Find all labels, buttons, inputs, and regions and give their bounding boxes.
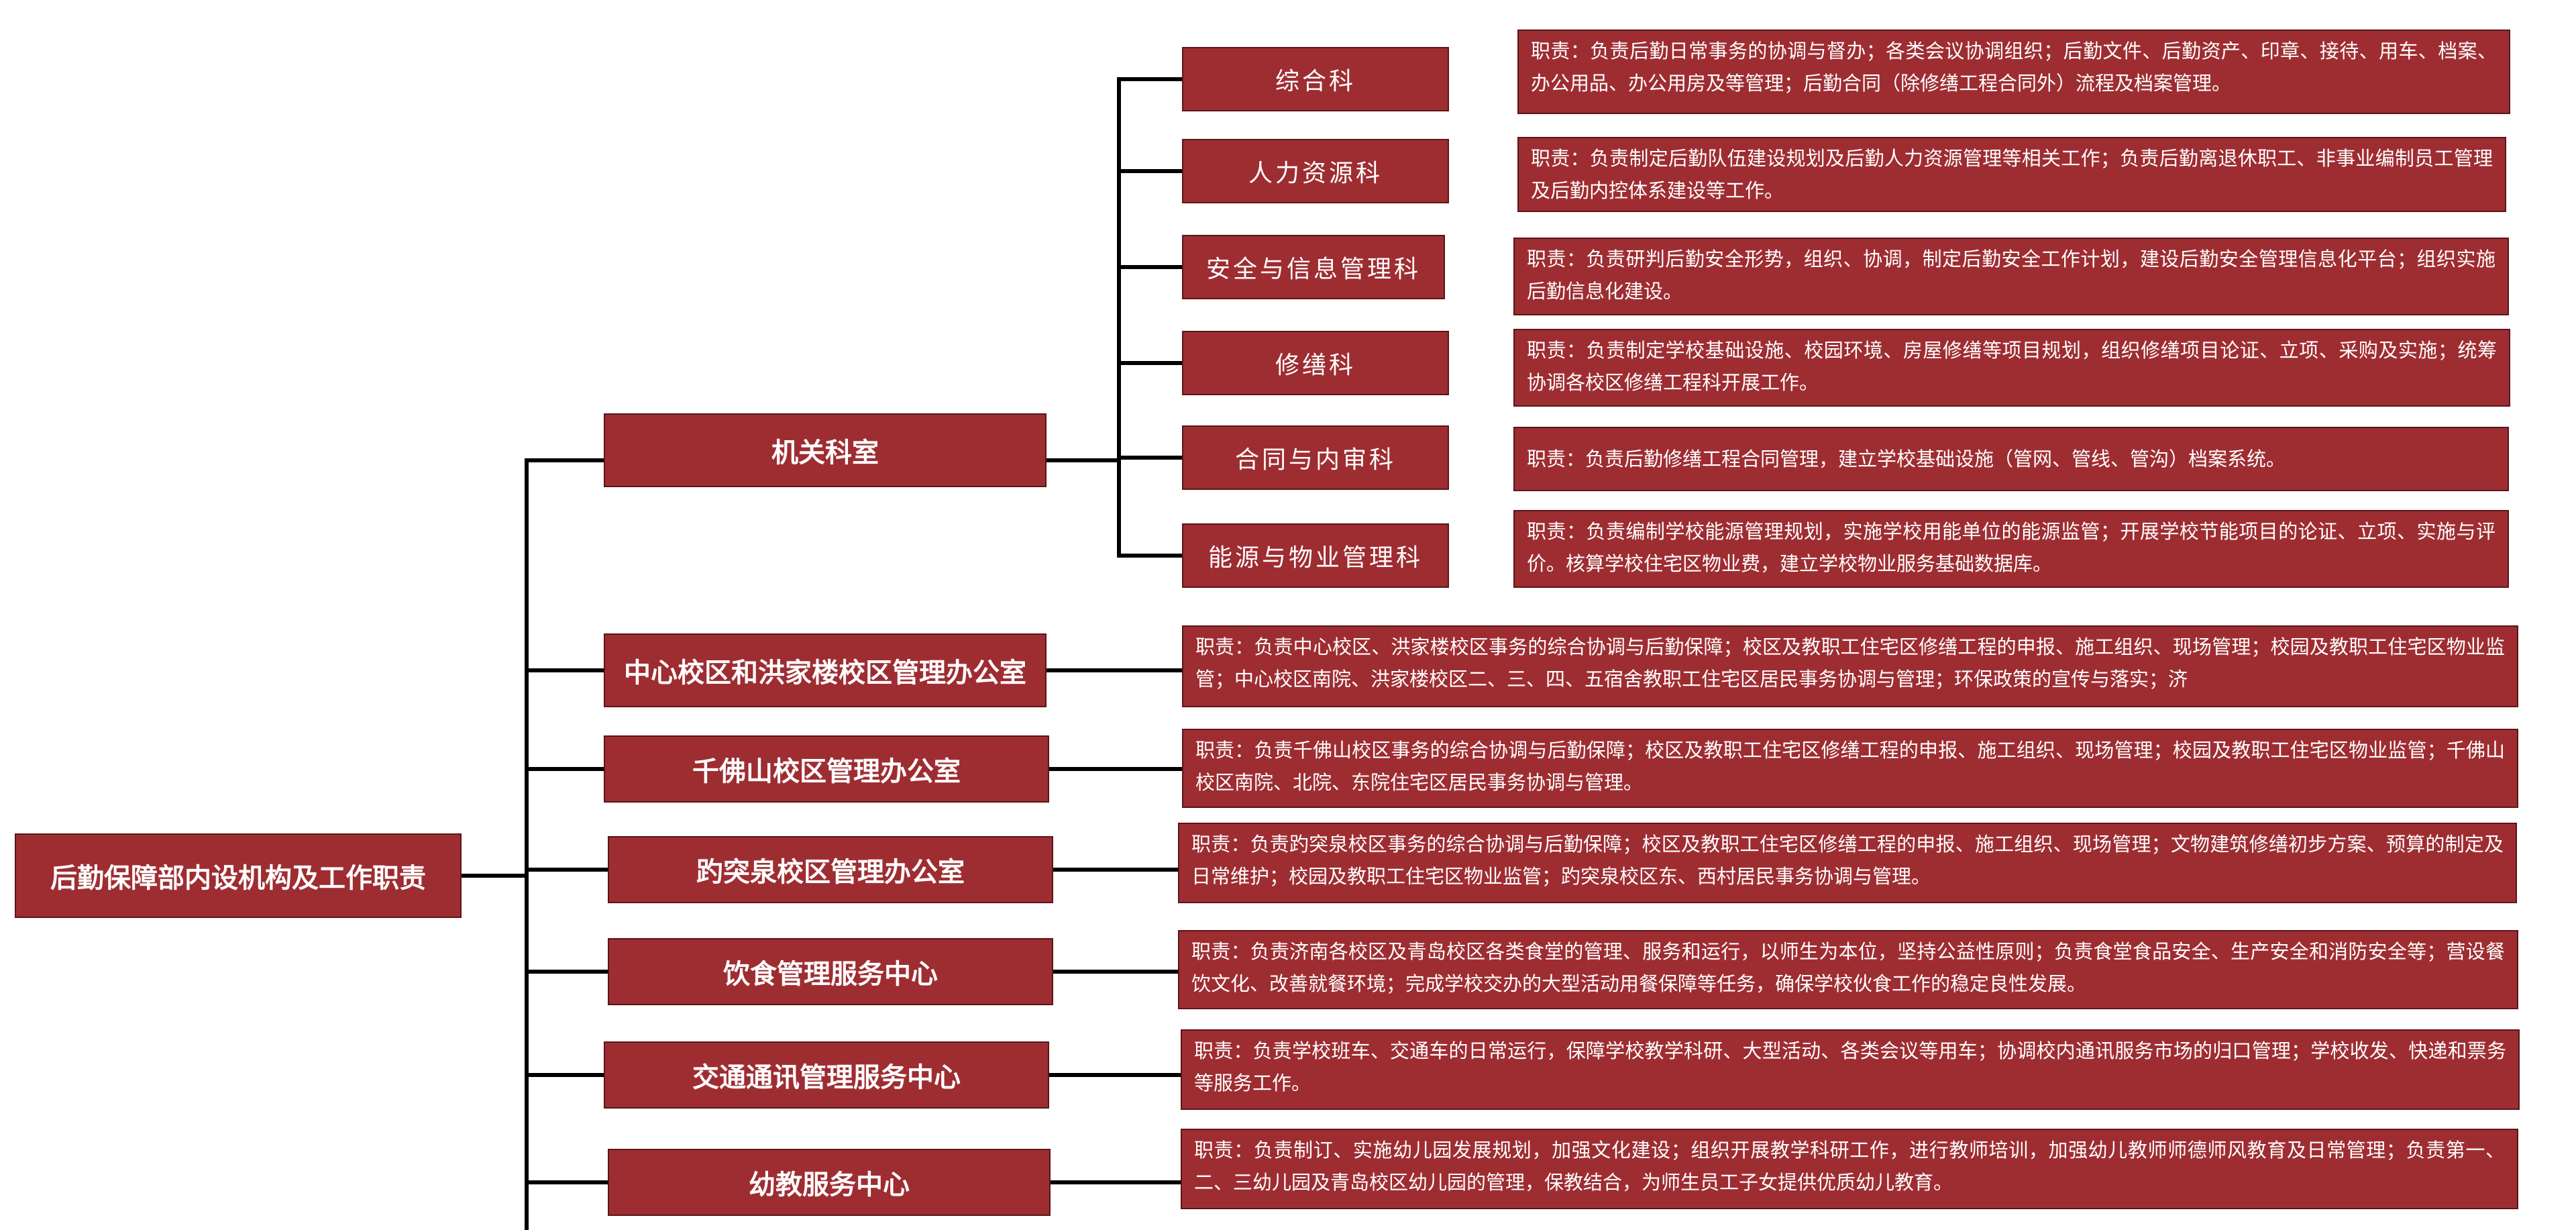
section-duty-xiushan: 职责：负责制定学校基础设施、校园环境、房屋修缮等项目规划，组织修缮项目论证、立项… bbox=[1513, 329, 2510, 407]
section-node-hetong: 合同与内审科 bbox=[1182, 425, 1449, 490]
section-label: 综合科 bbox=[1275, 68, 1356, 95]
dept-label: 趵突泉校区管理办公室 bbox=[696, 856, 965, 888]
section-duty-hetong: 职责：负责后勤修缮工程合同管理，建立学校基础设施（管网、管线、管沟）档案系统。 bbox=[1513, 427, 2509, 491]
dept-duty-jiaotong: 职责：负责学校班车、交通车的日常运行，保障学校教学科研、大型活动、各类会议等用车… bbox=[1181, 1029, 2520, 1110]
section-label: 能源与物业管理科 bbox=[1208, 544, 1423, 572]
section-duty-anquan: 职责：负责研判后勤安全形势，组织、协调，制定后勤安全工作计划，建设后勤安全管理信… bbox=[1513, 238, 2509, 315]
dept-label: 交通通讯管理服务中心 bbox=[692, 1062, 961, 1093]
dept-duty-youjiao: 职责：负责制订、实施幼儿园发展规划，加强文化建设；组织开展教学科研工作，进行教师… bbox=[1181, 1129, 2518, 1209]
section-duty-zonghe: 职责：负责后勤日常事务的协调与督办；各类会议协调组织；后勤文件、后勤资产、印章、… bbox=[1517, 30, 2510, 114]
dept-label: 千佛山校区管理办公室 bbox=[692, 756, 961, 787]
dept-node-youjiao: 幼教服务中心 bbox=[608, 1149, 1051, 1216]
section-node-anquan: 安全与信息管理科 bbox=[1182, 235, 1445, 299]
section-label: 修缮科 bbox=[1275, 352, 1356, 379]
dept-label: 幼教服务中心 bbox=[749, 1169, 910, 1200]
dept-node-baotuquan: 趵突泉校区管理办公室 bbox=[608, 836, 1053, 903]
section-node-xiushan: 修缮科 bbox=[1182, 331, 1449, 395]
dept-duty-yinshi: 职责：负责济南各校区及青岛校区各类食堂的管理、服务和运行，以师生为本位，坚持公益… bbox=[1178, 930, 2518, 1009]
dept-label: 机关科室 bbox=[771, 437, 879, 468]
dept-node-jiguan: 机关科室 bbox=[604, 413, 1046, 487]
root-label: 后勤保障部内设机构及工作职责 bbox=[50, 862, 426, 894]
root-node: 后勤保障部内设机构及工作职责 bbox=[15, 833, 462, 918]
dept-node-qianfoshan: 千佛山校区管理办公室 bbox=[604, 735, 1049, 803]
dept-node-yinshi: 饮食管理服务中心 bbox=[608, 938, 1053, 1005]
dept-duty-qianfoshan: 职责：负责千佛山校区事务的综合协调与后勤保障；校区及教职工住宅区修缮工程的申报、… bbox=[1182, 729, 2518, 808]
section-duty-renli: 职责：负责制定后勤队伍建设规划及后勤人力资源管理等相关工作；负责后勤离退休职工、… bbox=[1517, 137, 2506, 212]
dept-node-jiaotong: 交通通讯管理服务中心 bbox=[604, 1041, 1049, 1109]
dept-duty-zhongxin: 职责：负责中心校区、洪家楼校区事务的综合协调与后勤保障；校区及教职工住宅区修缮工… bbox=[1182, 625, 2518, 707]
section-duty-nengyuan: 职责：负责编制学校能源管理规划，实施学校用能单位的能源监管；开展学校节能项目的论… bbox=[1513, 510, 2509, 588]
dept-duty-baotuquan: 职责：负责趵突泉校区事务的综合协调与后勤保障；校区及教职工住宅区修缮工程的申报、… bbox=[1178, 823, 2517, 903]
dept-label: 中心校区和洪家楼校区管理办公室 bbox=[624, 657, 1026, 688]
section-node-zonghe: 综合科 bbox=[1182, 47, 1449, 111]
section-label: 人力资源科 bbox=[1248, 160, 1383, 187]
section-node-renli: 人力资源科 bbox=[1182, 139, 1449, 203]
dept-label: 饮食管理服务中心 bbox=[723, 958, 938, 990]
section-node-nengyuan: 能源与物业管理科 bbox=[1182, 523, 1449, 588]
section-label: 安全与信息管理科 bbox=[1205, 256, 1421, 283]
section-label: 合同与内审科 bbox=[1234, 446, 1396, 474]
dept-node-zhongxin: 中心校区和洪家楼校区管理办公室 bbox=[604, 633, 1046, 707]
